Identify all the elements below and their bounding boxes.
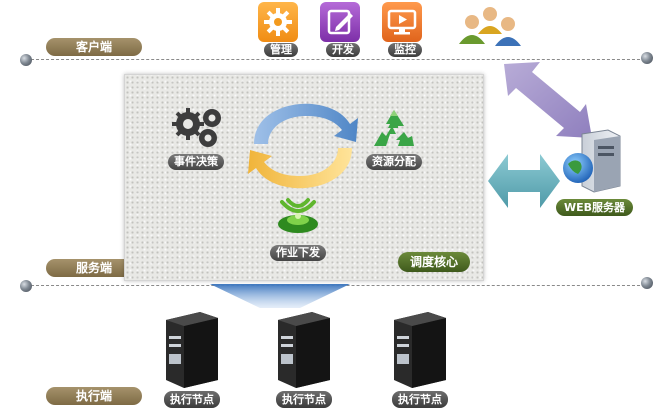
web-server-icon	[560, 128, 626, 196]
executor-node-label: 执行节点	[164, 391, 220, 408]
app-label-develop[interactable]: 开发	[326, 43, 360, 57]
server-tower-icon	[272, 310, 336, 388]
server-line-right-dot	[641, 277, 653, 289]
executor-node-label: 执行节点	[392, 391, 448, 408]
gear-icon[interactable]	[258, 2, 298, 42]
client-tier-line	[26, 59, 650, 60]
app-label-manage[interactable]: 管理	[264, 43, 298, 57]
signal-icon	[268, 194, 328, 240]
job-dispatch-label: 作业下发	[270, 245, 326, 261]
app-label-monitor[interactable]: 监控	[388, 43, 422, 57]
monitor-icon[interactable]	[382, 2, 422, 42]
core-web-arrow	[486, 148, 562, 214]
gears-icon	[170, 102, 228, 152]
server-tower-icon	[160, 310, 224, 388]
tier-label-server: 服务端	[46, 259, 142, 277]
users-group-icon	[452, 4, 528, 54]
executor-node-label: 执行节点	[276, 391, 332, 408]
server-line-left-dot	[20, 280, 32, 292]
recycle-icon	[368, 106, 420, 154]
web-server-label: WEB服务器	[556, 199, 634, 216]
event-decision-label: 事件决策	[168, 154, 224, 170]
server-tower-icon	[388, 310, 452, 388]
resource-allocation-label: 资源分配	[366, 154, 422, 170]
scheduling-core-title: 调度核心	[398, 252, 471, 272]
cycle-arrows	[240, 96, 366, 196]
tier-label-client: 客户端	[46, 38, 142, 56]
edit-icon[interactable]	[320, 2, 360, 42]
client-line-left-dot	[20, 54, 32, 66]
tier-label-executor: 执行端	[46, 387, 142, 405]
client-web-arrow	[496, 58, 596, 142]
dispatch-down-arrow	[196, 282, 364, 310]
client-line-right-dot	[641, 52, 653, 64]
